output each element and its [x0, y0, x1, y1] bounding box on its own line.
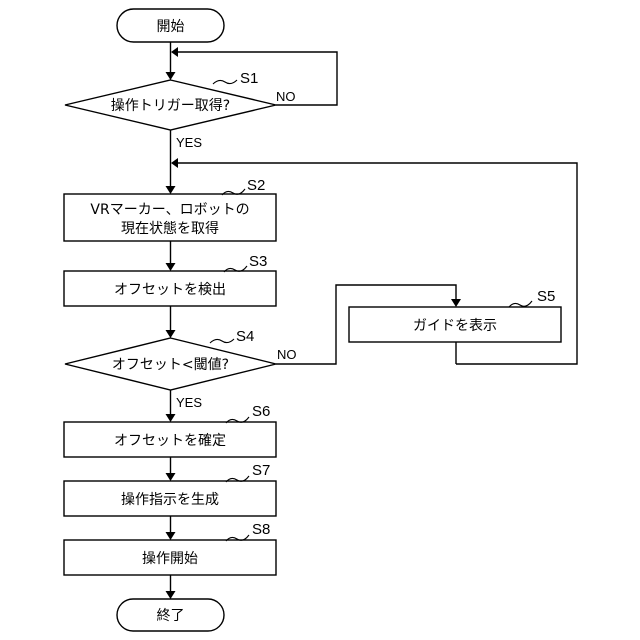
s2-text-line2: 現在状態を取得: [121, 220, 219, 237]
arrowhead: [171, 47, 178, 57]
s6-id: S6: [252, 403, 270, 420]
s4-leader: [210, 339, 234, 343]
arrowhead: [166, 263, 176, 271]
s1-text: 操作トリガー取得?: [111, 97, 230, 114]
end-label: 終了: [157, 608, 185, 624]
s1-no-label: NO: [276, 89, 296, 104]
s2-text-line1: VRマーカー、ロボットの: [90, 202, 249, 218]
s3-text: オフセットを検出: [114, 282, 226, 298]
arrowhead: [166, 72, 176, 80]
arrowhead: [166, 330, 176, 338]
s1-id: S1: [240, 70, 258, 87]
s7-id: S7: [252, 462, 270, 479]
arrowhead: [171, 158, 178, 168]
s8-text: 操作開始: [142, 551, 198, 567]
s4-text: オフセット<閾値?: [112, 357, 229, 373]
s5-leader: [509, 301, 532, 307]
s2-id: S2: [247, 177, 265, 194]
s7-text: 操作指示を生成: [121, 492, 219, 508]
arrowhead: [166, 414, 176, 422]
s1-leader: [213, 80, 237, 84]
s4-no-label: NO: [277, 347, 297, 362]
arrowhead: [166, 473, 176, 481]
s3-id: S3: [249, 253, 267, 270]
start-label: 開始: [157, 19, 185, 35]
s8-id: S8: [252, 521, 270, 538]
s5-id: S5: [537, 288, 555, 305]
arrowhead: [166, 186, 176, 194]
arrowhead: [166, 532, 176, 540]
s1-yes-label: YES: [176, 135, 202, 150]
s5-text: ガイドを表示: [413, 318, 497, 334]
s6-text: オフセットを確定: [114, 433, 226, 449]
s4-yes-label: YES: [176, 395, 202, 410]
arrowhead: [166, 591, 176, 599]
s4-id: S4: [236, 328, 254, 345]
arrowhead: [451, 299, 461, 307]
